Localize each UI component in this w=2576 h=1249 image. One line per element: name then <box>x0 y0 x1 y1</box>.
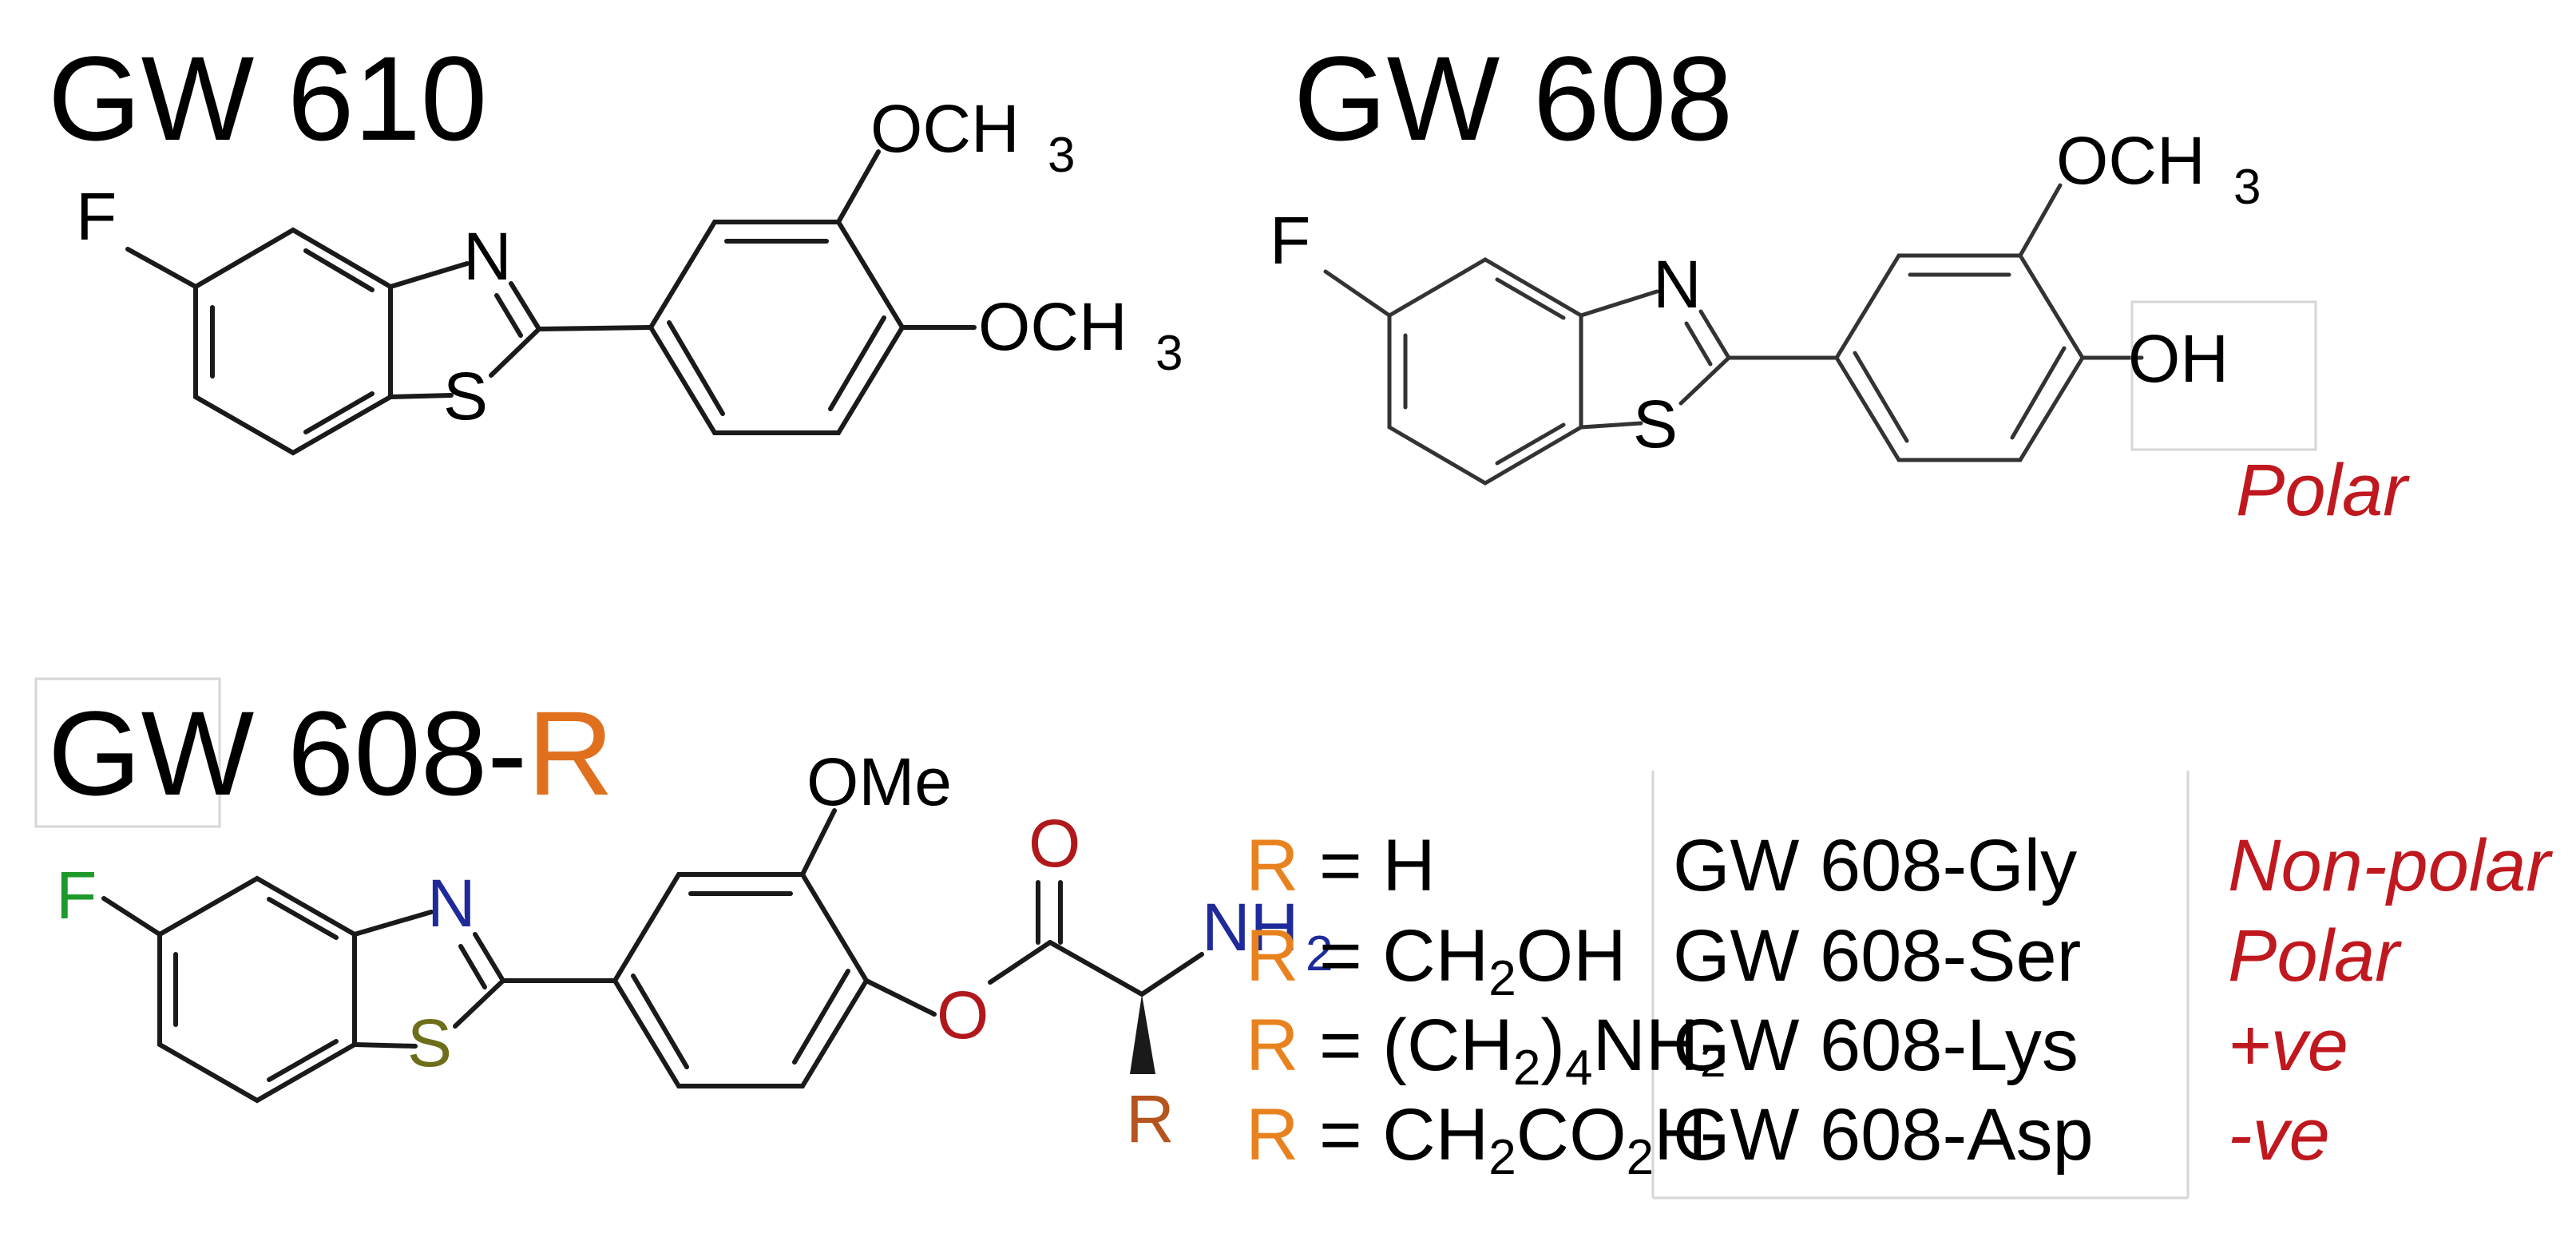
structure-gw608: F N S OCH 3 OH <box>1270 123 2317 486</box>
polarity-note: Polar <box>2236 450 2410 531</box>
atom-label: S <box>1633 387 1678 462</box>
compound-name: GW 608-Gly <box>1673 825 2077 906</box>
compound-name: GW 608-Ser <box>1673 915 2081 997</box>
charge-type: Non-polar <box>2228 825 2553 906</box>
atom-label: N <box>427 866 476 941</box>
compound-title-gw608: GW 608 <box>1294 31 1733 165</box>
compound-title-gw608-r: GW 608-R <box>48 686 614 820</box>
table-row: R = (CH2)4NH₂ GW 608-Lys +ve <box>1246 1005 2348 1096</box>
highlight-box <box>2130 300 2317 451</box>
atom-label: O <box>937 977 989 1053</box>
r-definition: R = CH2CO2H <box>1246 1094 1707 1185</box>
hydroxyl-label: OH <box>2128 321 2229 396</box>
r-group-label: R <box>1126 1081 1175 1156</box>
svg-text:OCH: OCH <box>870 91 1020 166</box>
compound-title-gw610: GW 610 <box>48 31 487 165</box>
compound-gw608: GW 608 F N S <box>1270 31 2410 531</box>
wedge-bond <box>1130 994 1155 1074</box>
svg-text:3: 3 <box>1048 128 1075 183</box>
structure-gw610: F N S OCH 3 OCH 3 <box>76 91 1183 456</box>
svg-text:NH: NH <box>1202 890 1298 965</box>
compound-name: GW 608-Lys <box>1673 1005 2079 1086</box>
compound-gw610: GW 610 F N S <box>48 31 1183 456</box>
atom-label: F <box>56 858 97 933</box>
r-definition: R = CH2OH <box>1246 915 1627 1006</box>
highlight-box <box>34 677 221 828</box>
compound-gw608-r: GW 608-R <box>34 677 1333 1156</box>
charge-type: Polar <box>2228 915 2402 997</box>
svg-text:OCH: OCH <box>978 289 1127 364</box>
atom-label: N <box>1653 247 1702 322</box>
r-definition: R = (CH2)4NH₂ <box>1246 1005 1727 1096</box>
charge-type: -ve <box>2228 1094 2330 1176</box>
methoxy-label: OCH 3 <box>978 289 1183 381</box>
table-row: R = CH2CO2H GW 608-Asp -ve <box>1246 1094 2330 1185</box>
compound-name: GW 608-Asp <box>1673 1094 2094 1176</box>
svg-text:3: 3 <box>2233 160 2261 215</box>
svg-text:2: 2 <box>1306 926 1333 981</box>
atom-label: F <box>76 179 117 254</box>
r-definition: R = H <box>1246 825 1436 906</box>
atom-label: N <box>463 219 512 294</box>
atom-label: S <box>443 359 488 434</box>
atom-label: F <box>1270 203 1310 278</box>
atom-label: S <box>407 1005 452 1080</box>
svg-text:OCH: OCH <box>2056 123 2205 198</box>
structure-gw608-r: F N S OMe O O NH 2 R <box>56 744 1333 1156</box>
methoxy-label: OCH 3 <box>870 91 1075 183</box>
r-group-table: R = H GW 608-Gly Non-polar R = CH2OH GW … <box>1246 771 2553 1199</box>
svg-text:3: 3 <box>1155 326 1183 381</box>
table-row: R = CH2OH GW 608-Ser Polar <box>1246 915 2402 1006</box>
charge-type: +ve <box>2228 1005 2348 1086</box>
atom-label: O <box>1028 806 1080 881</box>
table-row: R = H GW 608-Gly Non-polar <box>1246 825 2553 906</box>
amine-label: NH 2 <box>1202 890 1333 981</box>
methoxy-label: OCH 3 <box>2056 123 2261 215</box>
methoxy-label: OMe <box>806 744 952 819</box>
